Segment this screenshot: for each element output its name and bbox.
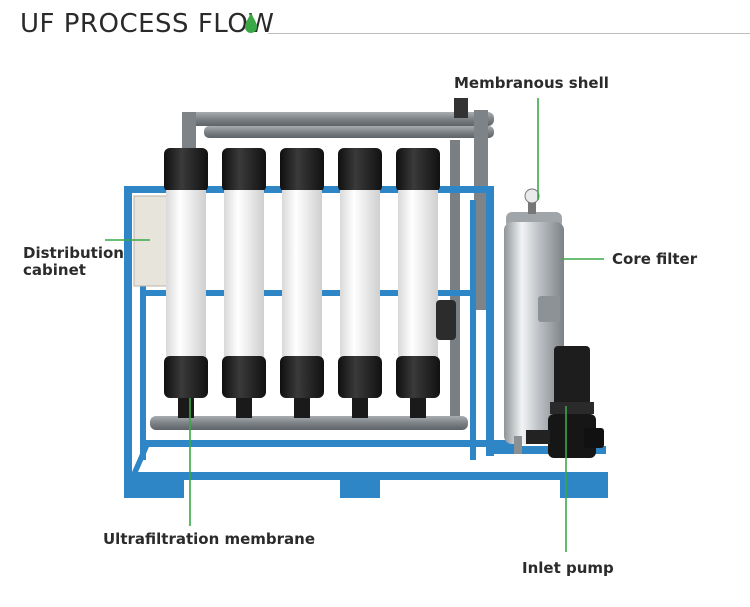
label-distribution-cabinet-line2: cabinet	[23, 261, 86, 279]
page-title: UF PROCESS FLOW	[20, 9, 275, 39]
callout-lines	[105, 98, 604, 552]
label-membranous-shell: Membranous shell	[454, 74, 609, 92]
label-inlet-pump: Inlet pump	[522, 559, 614, 577]
membrane-modules	[164, 148, 456, 418]
inlet-pump	[526, 346, 604, 458]
label-core-filter: Core filter	[612, 250, 698, 268]
label-ultrafiltration-membrane: Ultrafiltration membrane	[103, 530, 316, 548]
label-distribution-cabinet: Distribution cabinet	[23, 245, 124, 279]
water-drop-icon	[245, 13, 257, 33]
title-divider	[268, 33, 750, 34]
back-pipes	[182, 98, 494, 420]
collector-pipe	[150, 416, 468, 430]
distribution-cabinet	[133, 195, 169, 287]
label-distribution-cabinet-line1: Distribution	[23, 244, 124, 262]
